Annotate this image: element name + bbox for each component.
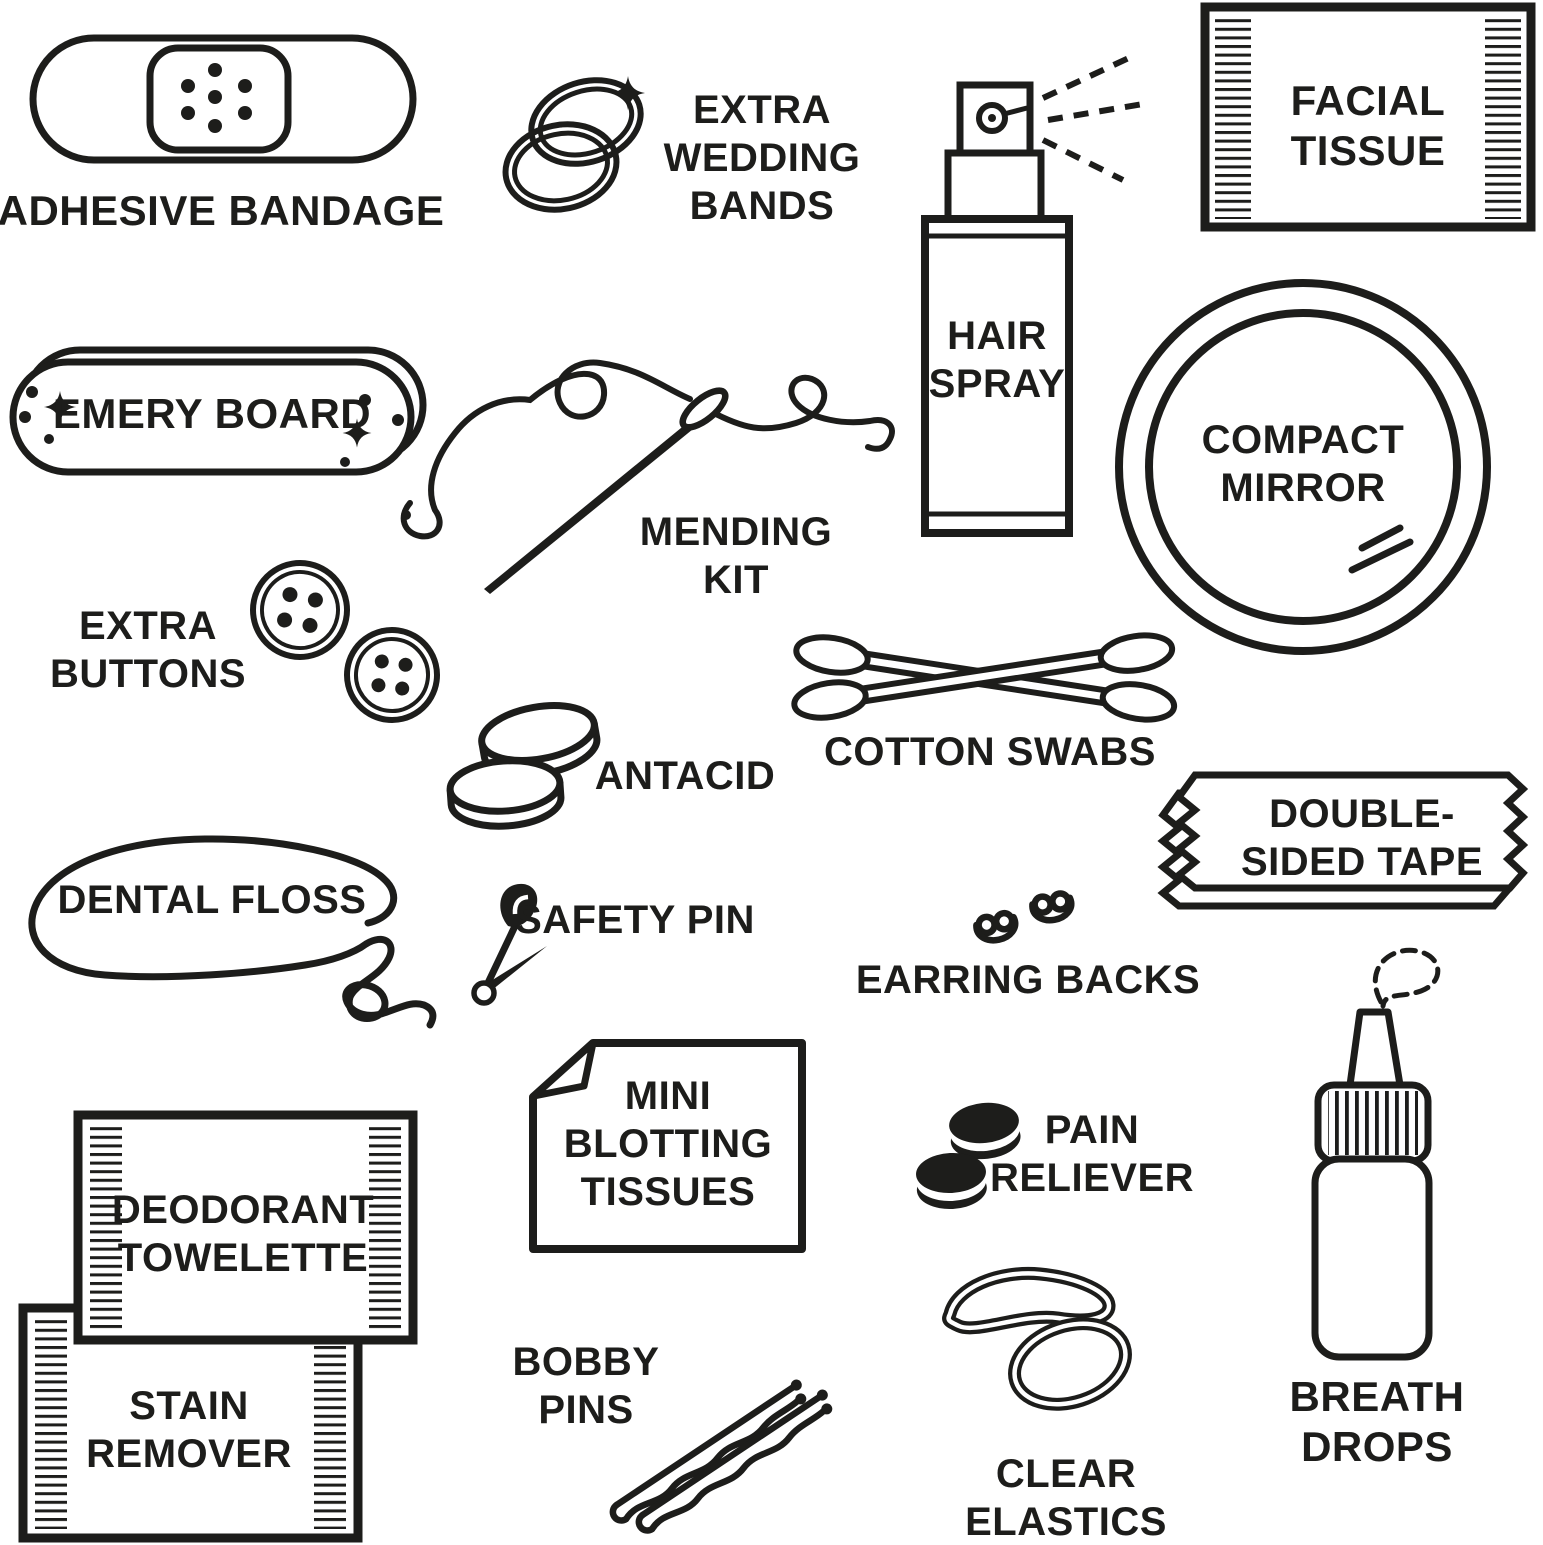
- label-line: DENTAL FLOSS: [57, 878, 367, 922]
- cotton-swabs-label: COTTON SWABS: [824, 728, 1156, 776]
- dental-floss-label: DENTAL FLOSS: [58, 876, 367, 924]
- clear-elastics-label: CLEAR ELASTICS: [965, 1450, 1167, 1545]
- breath-drops-label: BREATH DROPS: [1290, 1372, 1465, 1473]
- needle-thread-icon: [400, 359, 895, 594]
- label-line: SPRAY: [928, 362, 1066, 406]
- pain-reliever-label: PAIN RELIEVER: [990, 1106, 1194, 1202]
- double-sided-tape-label: DOUBLE- SIDED TAPE: [1241, 790, 1483, 886]
- label-line: BREATH: [1289, 1373, 1465, 1420]
- label-line: HAIR: [947, 314, 1047, 358]
- earring-backs-label: EARRING BACKS: [856, 956, 1200, 1004]
- needle-icon: [484, 419, 698, 594]
- label-line: MINI: [624, 1074, 712, 1118]
- bobby-pins-label: BOBBY PINS: [513, 1338, 660, 1434]
- label-line: BOBBY: [512, 1340, 660, 1384]
- label-line: CLEAR: [995, 1452, 1137, 1496]
- label-line: EXTRA: [692, 88, 832, 132]
- sparkle-icon: [611, 76, 645, 110]
- adhesive-bandage-label: ADHESIVE BANDAGE: [0, 186, 444, 236]
- label-line: MIRROR: [1220, 466, 1386, 510]
- label-line: ADHESIVE BANDAGE: [0, 187, 445, 234]
- hair-spray-label: HAIR SPRAY: [929, 312, 1066, 408]
- label-line: FACIAL: [1290, 77, 1446, 124]
- floss-strand-icon: [28, 835, 437, 1029]
- label-line: REMOVER: [86, 1432, 292, 1476]
- label-line: TISSUES: [580, 1170, 756, 1214]
- mist-squiggle-icon: [1372, 947, 1441, 1009]
- label-line: PAIN: [1044, 1108, 1140, 1152]
- blotting-sheet-icon: [529, 1039, 806, 1253]
- spray-bottle-icon: [921, 53, 1144, 537]
- label-line: TISSUE: [1290, 127, 1446, 175]
- tablets-icon: [446, 702, 601, 830]
- earring-backs-icon: [973, 890, 1075, 944]
- bandage-icon: [29, 34, 417, 164]
- label-line: DOUBLE-: [1269, 792, 1455, 836]
- elastic-bands-icon: [942, 1266, 1132, 1411]
- label-line: EMERY BOARD: [52, 390, 372, 437]
- dropper-bottle-icon: [1311, 947, 1441, 1361]
- wedding-rings-icon: [502, 76, 645, 213]
- folded-corner-icon: [530, 1039, 597, 1100]
- label-line: COMPACT: [1201, 418, 1405, 462]
- bobby-pins-icon: [609, 1379, 833, 1534]
- tape-strip-icon: [1157, 771, 1529, 910]
- label-line: STAIN: [129, 1384, 249, 1428]
- label-line: MENDING: [639, 510, 833, 554]
- label-line: ANTACID: [594, 754, 776, 798]
- label-line: WEDDING: [663, 136, 861, 180]
- label-line: DROPS: [1301, 1423, 1453, 1471]
- label-line: RELIEVER: [989, 1156, 1195, 1200]
- compact-mirror-label: COMPACT MIRROR: [1202, 416, 1405, 512]
- mending-kit-label: MENDING KIT: [640, 508, 832, 604]
- facial-tissue-label: FACIAL TISSUE: [1291, 76, 1446, 177]
- round-mirror-icon: [1115, 279, 1491, 655]
- emery-board-icon: [9, 346, 427, 476]
- label-line: SAFETY PIN: [515, 898, 755, 942]
- stain-packet-icon: [18, 1303, 363, 1543]
- label-line: BLOTTING: [563, 1122, 773, 1166]
- safety-pin-label: SAFETY PIN: [515, 896, 755, 944]
- label-line: SIDED TAPE: [1240, 840, 1484, 884]
- dark-pills-icon: [916, 1102, 1021, 1210]
- deodorant-towelette-label: DEODORANT TOWELETTE: [112, 1186, 374, 1282]
- label-line: TOWELETTE: [117, 1236, 369, 1280]
- label-line: KIT: [703, 558, 769, 602]
- spray-mist-icon: [1041, 53, 1144, 183]
- thread-icon: [400, 359, 895, 540]
- label-line: EXTRA: [78, 604, 218, 648]
- label-line: EARRING BACKS: [855, 958, 1201, 1002]
- antacid-label: ANTACID: [595, 752, 776, 800]
- safety-pin-icon: [471, 883, 547, 1006]
- emery-board-label: EMERY BOARD: [53, 389, 371, 439]
- label-line: BANDS: [689, 184, 835, 228]
- tissue-pack-icon: [1200, 2, 1536, 232]
- extra-buttons-label: EXTRA BUTTONS: [50, 602, 246, 698]
- crossed-swabs-icon: [791, 632, 1178, 723]
- buttons-icon: [250, 560, 440, 723]
- label-line: ELASTICS: [965, 1500, 1167, 1544]
- bandage-pad-dots: [181, 63, 252, 133]
- towelette-packet-icon: [73, 1110, 418, 1345]
- mirror-shine-icon: [1348, 524, 1414, 574]
- label-line: DEODORANT: [111, 1188, 375, 1232]
- sparkle-icon: [19, 386, 404, 467]
- extra-wedding-bands-label: EXTRA WEDDING BANDS: [664, 86, 861, 230]
- stain-remover-label: STAIN REMOVER: [86, 1382, 292, 1478]
- label-line: PINS: [538, 1388, 634, 1432]
- label-line: COTTON SWABS: [824, 730, 1156, 774]
- needle-eye: [679, 387, 729, 431]
- label-line: BUTTONS: [49, 652, 247, 696]
- mini-blotting-tissues-label: MINI BLOTTING TISSUES: [564, 1072, 772, 1216]
